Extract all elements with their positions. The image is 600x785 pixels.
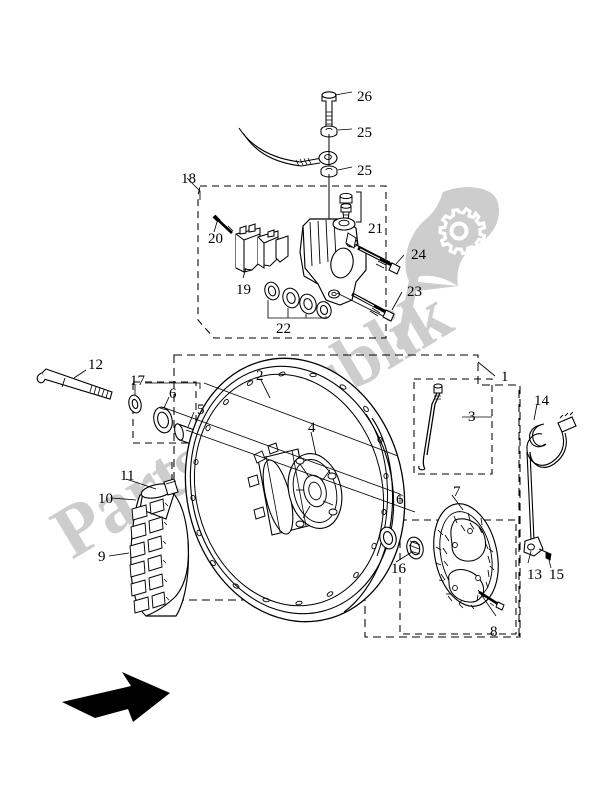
union-bolt-26	[321, 91, 337, 132]
callout-11: 11	[120, 468, 135, 484]
callout-9: 9	[98, 549, 106, 565]
pad-retaining-pin-20	[212, 214, 234, 234]
callout-13: 13	[527, 567, 542, 583]
callout-2: 2	[256, 368, 264, 384]
callout-26: 26	[357, 89, 372, 105]
callout-8: 8	[490, 624, 498, 640]
bolt-24-leader	[354, 243, 391, 263]
bolt-8-leader	[477, 589, 497, 617]
callout-22: 22	[276, 321, 291, 337]
callout-6-right: 6	[396, 492, 404, 508]
callout-7: 7	[453, 484, 461, 500]
spoke-and-nipple-3	[418, 383, 443, 471]
axle-washer-17	[128, 394, 142, 414]
callout-3: 3	[468, 409, 476, 425]
tire-and-tube	[129, 478, 190, 617]
callout-25-lower: 25	[357, 163, 372, 179]
callout-19: 19	[236, 282, 251, 298]
caliper-group-boundary	[197, 185, 387, 339]
callout-17: 17	[130, 373, 145, 389]
wheel-bearing-right-6	[379, 526, 397, 550]
assembly-axis-lines	[164, 382, 416, 513]
forward-direction-arrow	[62, 672, 170, 722]
front-axle-12	[36, 368, 113, 400]
brake-disc-7	[433, 503, 499, 610]
wheel-group-boundary	[173, 354, 521, 638]
oil-seal-16	[406, 536, 424, 560]
callout-14: 14	[534, 393, 549, 409]
callout-21: 21	[368, 221, 383, 237]
callout-23: 23	[407, 284, 422, 300]
caliper-bolt-24	[357, 246, 401, 275]
spoke-group-boundary	[413, 378, 493, 475]
piston-seal-kit-22	[264, 281, 332, 319]
disc-bolt-8	[478, 590, 505, 611]
callout-18: 18	[181, 171, 196, 187]
callout-20: 20	[208, 231, 223, 247]
callout-1: 1	[501, 369, 509, 385]
wheel-bearing-left-6	[153, 406, 173, 434]
sensor-13-leader	[527, 550, 532, 564]
callout-12: 12	[88, 357, 103, 373]
brake-hose	[238, 127, 338, 167]
callout-24: 24	[411, 247, 426, 263]
brake-pad-kit-19	[235, 223, 289, 273]
bolt-23-leader	[336, 292, 384, 317]
speed-sensor-assembly	[523, 411, 577, 569]
callout-10: 10	[98, 491, 113, 507]
callout-6-left: 6	[169, 386, 177, 402]
callout-15: 15	[549, 567, 564, 583]
callout-25-upper: 25	[357, 125, 372, 141]
callout-16: 16	[391, 561, 406, 577]
callout-4: 4	[308, 420, 316, 436]
callout-5: 5	[197, 402, 205, 418]
brake-caliper-body	[299, 217, 367, 306]
leader-lines	[73, 91, 538, 563]
caliper-bolt-23	[351, 292, 395, 322]
bleed-screw-21	[339, 191, 362, 223]
